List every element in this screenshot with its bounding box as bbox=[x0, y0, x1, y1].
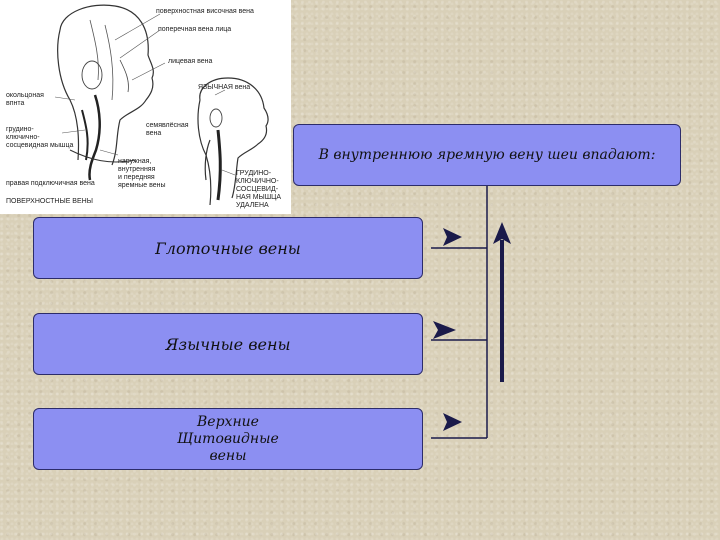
main-up-arrow-head bbox=[493, 222, 511, 244]
label-lingual-vein: ЯЗЫЧНАЯ вена bbox=[198, 84, 251, 91]
diagram-title-box: В внутреннюю яремную вену шеи впадают: bbox=[293, 124, 681, 186]
neck-veins-drawing bbox=[54, 4, 269, 206]
label-transverse-facial-vein: поперечная вена лица bbox=[158, 26, 232, 33]
arrow-head-1 bbox=[443, 228, 462, 246]
label-right-subclavian-vein: правая подключичная вена bbox=[6, 180, 95, 187]
label-superficial-temporal-vein: поверхностная височная вена bbox=[156, 8, 254, 15]
vein-label-lingual: Язычные вены bbox=[165, 334, 291, 354]
label-sternocleidomastoid-removed: ГРУДИНО- КЛЮЧИЧНО- СОСЦЕВИД- НАЯ МЫШЦА У… bbox=[236, 170, 282, 209]
label-sternocleidomastoid: грудино- ключично- сосцевидная мышца bbox=[6, 126, 74, 149]
vein-box-lingual: Язычные вены bbox=[33, 313, 423, 375]
arrow-head-2 bbox=[433, 321, 456, 339]
label-cervical-vein: семявлёсная вена bbox=[146, 122, 189, 137]
vein-box-pharyngeal: Глоточные вены bbox=[33, 217, 423, 279]
anatomy-illustration: поверхностная височная вена поперечная в… bbox=[0, 0, 291, 214]
vein-box-superior-thyroid: Верхние Щитовидные вены bbox=[33, 408, 423, 470]
label-facial-vein: лицевая вена bbox=[168, 58, 213, 65]
vein-label-pharyngeal: Глоточные вены bbox=[155, 238, 301, 258]
vein-label-superior-thyroid: Верхние Щитовидные вены bbox=[177, 413, 279, 464]
label-occipital-vein: окольцоная впнта bbox=[6, 92, 44, 107]
diagram-title: В внутреннюю яремную вену шеи впадают: bbox=[318, 147, 656, 163]
arrow-head-3 bbox=[443, 413, 462, 431]
label-jugular-veins: наружная, внутренняя и передняя яремные … bbox=[118, 158, 166, 189]
label-superficial-veins: ПОВЕРХНОСТНЫЕ ВЕНЫ bbox=[6, 198, 93, 205]
